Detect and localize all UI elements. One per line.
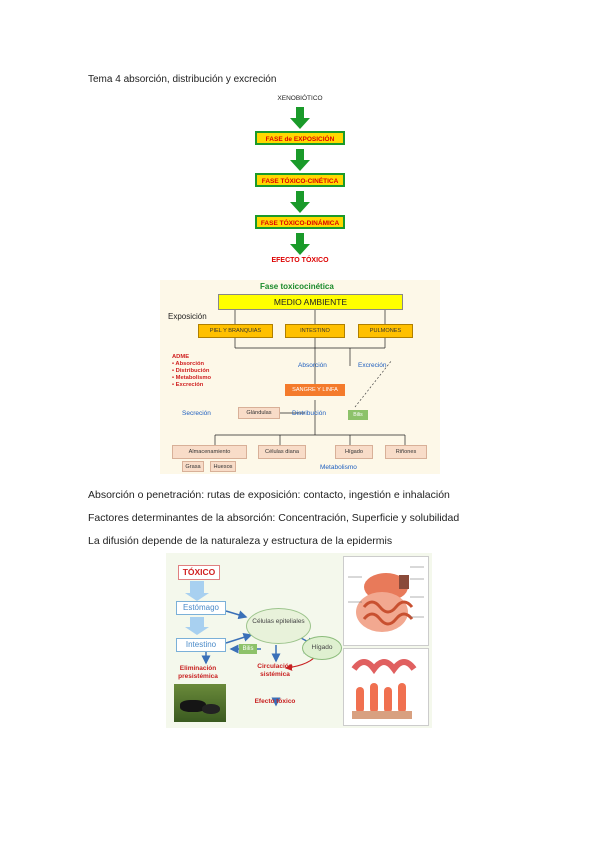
- down-arrow-icon: [290, 191, 310, 213]
- adme-item: • Excreción: [172, 382, 204, 388]
- toxicokinetic-phase-box: FASE TÓXICO-CINÉTICA: [255, 173, 345, 187]
- intestinal-villi-illustration: [343, 648, 429, 726]
- intestine-box: Intestino: [176, 638, 226, 652]
- adme-item: • Metabolismo: [172, 375, 212, 381]
- toxicokinetic-diagram: Fase toxicocinética MEDIO AMBIENTE Expos…: [160, 280, 440, 474]
- toxic-phases-figure: XENOBIÓTICO FASE de EXPOSICIÓN FASE TÓXI…: [247, 93, 353, 271]
- toxic-box: TÓXICO: [178, 565, 220, 580]
- target-cells-box: Células diana: [258, 445, 306, 459]
- down-arrow-icon: [290, 149, 310, 171]
- stomach-box: Estómago: [176, 601, 226, 615]
- skin-route-box: PIEL Y BRANQUIAS: [198, 324, 273, 338]
- glands-box: Glándulas: [238, 407, 280, 419]
- paragraph: Factores determinantes de la absorción: …: [88, 512, 460, 524]
- digestive-system-illustration: [343, 556, 429, 646]
- adme-list: ADME • Absorción • Distribución • Metabo…: [172, 354, 211, 389]
- grazing-animals-photo: [174, 684, 226, 722]
- environment-box: MEDIO AMBIENTE: [218, 294, 403, 310]
- absorption-label: Absorción: [298, 362, 327, 369]
- intestine-route-box: INTESTINO: [285, 324, 345, 338]
- toxic-effect-label: Efecto tóxico: [254, 698, 296, 705]
- adme-item: • Distribución: [172, 368, 210, 374]
- down-arrow-icon: [290, 233, 310, 255]
- xenobiotic-label: XENOBIÓTICO: [277, 95, 323, 102]
- bones-box: Huesos: [210, 461, 236, 472]
- pathway-arrows: [185, 581, 319, 707]
- paragraph: Absorción o penetración: rutas de exposi…: [88, 489, 450, 501]
- presystemic-elimination-label: Eliminación presistémica: [178, 665, 218, 680]
- liver-box: Hígado: [335, 445, 373, 459]
- bile-box: Bilis: [239, 644, 257, 654]
- paragraph: La difusión depende de la naturaleza y e…: [88, 535, 393, 547]
- metabolism-label: Metabolismo: [320, 464, 357, 471]
- toxic-effect-label: EFECTO TÓXICO: [271, 257, 329, 264]
- excretion-label: Excreción: [358, 362, 387, 369]
- distribution-label: Distribución: [292, 410, 326, 417]
- document-title: Tema 4 absorción, distribución y excreci…: [88, 74, 277, 85]
- storage-box: Almacenamiento: [172, 445, 247, 459]
- absorption-pathway-figure: TÓXICO Estómago Intestino Células epitel…: [166, 553, 432, 728]
- epithelial-cells-ellipse: Células epiteliales: [246, 608, 311, 644]
- lungs-route-box: PULMONES: [358, 324, 413, 338]
- systemic-circulation-label: Circulación sistémica: [257, 663, 293, 678]
- figure-title: Fase toxicocinética: [260, 282, 334, 291]
- secretion-label: Secreción: [182, 410, 211, 417]
- exposure-phase-box: FASE de EXPOSICIÓN: [255, 131, 345, 145]
- liver-ellipse: Hígado: [302, 636, 342, 660]
- adme-title: ADME: [172, 354, 190, 360]
- blood-lymph-box: SANGRE Y LINFA: [285, 384, 345, 396]
- fat-box: Grasa: [182, 461, 204, 472]
- toxicodynamic-phase-box: FASE TÓXICO-DINÁMICA: [255, 215, 345, 229]
- down-arrow-icon: [290, 107, 310, 129]
- exposure-label: Exposición: [168, 312, 207, 321]
- bile-box: Bilis: [348, 410, 368, 420]
- connector-lines: [214, 310, 406, 445]
- adme-item: • Absorción: [172, 361, 205, 367]
- kidneys-box: Riñones: [385, 445, 427, 459]
